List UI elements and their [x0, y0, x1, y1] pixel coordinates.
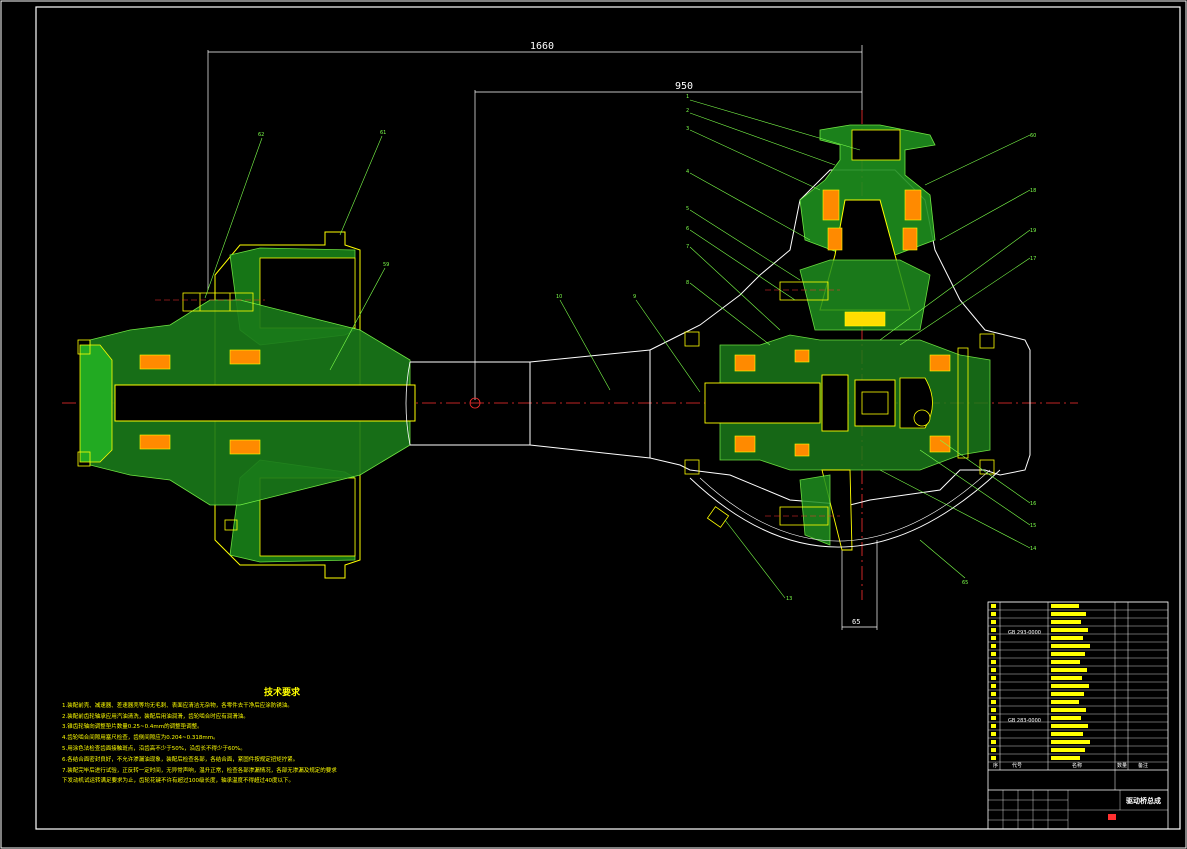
- dimension-lines: [207, 45, 878, 630]
- bom-name-cell: [1051, 652, 1085, 656]
- bom-name-cell: [1051, 676, 1082, 680]
- note-line-1: 1.装配前壳、减速器、差速器壳等均无毛刺、表面应清洁无杂物，各零件去干净后应涂防…: [62, 702, 293, 709]
- tb-head-qty: 数量: [1117, 762, 1127, 769]
- bom-index-cell: [991, 684, 996, 688]
- bom-index-cell: [991, 748, 996, 752]
- bom-index-cell: [991, 676, 996, 680]
- part-label-1: 1: [686, 94, 689, 100]
- part-label-3: 3: [686, 126, 689, 132]
- tb-head-remark: 备注: [1138, 762, 1148, 769]
- bom-part-no-1: GB 293-0000: [1008, 630, 1041, 636]
- note-line-8: 下发动机试运转满足要求为止，齿轮花键不许有超过100级长度，轴承温度不得超过40…: [62, 778, 294, 785]
- bom-name-cell: [1051, 732, 1083, 736]
- note-line-6: 6.各结合面密封良好，不允许渗漏油现象，装配后检查各部，各结合面，紧固件按规定扭…: [62, 756, 299, 763]
- drawing-name: 驱动桥总成: [1126, 796, 1161, 805]
- tb-head-name: 名称: [1072, 762, 1082, 769]
- bom-index-cell: [991, 724, 996, 728]
- bom-name-cell: [1051, 660, 1080, 664]
- bom-name-cell: [1051, 636, 1083, 640]
- bom-name-cell: [1051, 628, 1088, 632]
- note-line-7: 7.装配完毕后进行试验，正反转一定时间，无异常声响，温升正常，检查各部渗漏情况，…: [62, 767, 337, 774]
- bom-part-no-2: GB 283-0000: [1008, 718, 1041, 724]
- part-label-8: 8: [686, 280, 689, 286]
- note-line-5: 5.用涂色法检查齿面接触斑点，沿齿高不少于50%，沿齿长不得少于60%。: [62, 745, 246, 752]
- bom-index-cell: [991, 732, 996, 736]
- bom-name-cell: [1051, 716, 1081, 720]
- part-label-16: 16: [1030, 501, 1036, 507]
- bom-name-cell: [1051, 748, 1085, 752]
- axle-housing: [405, 349, 651, 459]
- bom-name-cell: [1051, 700, 1079, 704]
- bom-name-cell: [1051, 756, 1080, 760]
- bom-index-cell: [991, 628, 996, 632]
- leader-lines: [204, 99, 1031, 599]
- bom-name-cell: [1051, 724, 1088, 728]
- part-label-17: 17: [1030, 256, 1036, 262]
- bom-index-cell: [991, 756, 996, 760]
- part-label-2: 2: [686, 108, 689, 114]
- wheel-hub: [77, 231, 416, 579]
- part-label-6: 6: [686, 226, 689, 232]
- note-line-4: 4.齿轮啮合间隙用塞尺检查，齿侧间隙应为0.204~0.318mm。: [62, 735, 219, 742]
- part-label-18: 18: [1030, 188, 1036, 194]
- bom-index-cell: [991, 660, 996, 664]
- bom-index-cell: [991, 636, 996, 640]
- drawing-frame: [35, 6, 1181, 830]
- part-label-15: 15: [1030, 523, 1036, 529]
- dim-mid: 950: [675, 81, 693, 92]
- bom-name-cell: [1051, 620, 1081, 624]
- part-label-61: 61: [380, 130, 386, 136]
- tb-head-code: 代号: [1012, 762, 1022, 769]
- part-label-4: 4: [686, 169, 689, 175]
- bom-index-cell: [991, 716, 996, 720]
- bom-index-cell: [991, 604, 996, 608]
- bom-index-cell: [991, 668, 996, 672]
- title-block: 序 代号 名称 数量 备注 GB 293-0000 GB 283-0000 驱动…: [987, 601, 1169, 830]
- bom-index-cell: [991, 740, 996, 744]
- bom-name-cell: [1051, 612, 1086, 616]
- part-label-14: 14: [1030, 546, 1036, 552]
- dim-overall: 1660: [530, 41, 554, 52]
- note-line-2: 2.装配前齿轮轴承应用汽油清洗，装配后用油润滑，齿轮啮合时应有润滑油。: [62, 713, 249, 720]
- bom-index-cell: [991, 700, 996, 704]
- part-label-13: 13: [786, 596, 792, 602]
- part-label-65: 65: [962, 580, 968, 586]
- part-label-62: 62: [258, 132, 264, 138]
- bom-name-cell: [1051, 604, 1079, 608]
- part-label-19: 19: [1030, 228, 1036, 234]
- part-label-9: 9: [633, 294, 636, 300]
- bom-index-cell: [991, 620, 996, 624]
- tb-head-no: 序: [993, 762, 998, 769]
- bom-name-cell: [1051, 692, 1084, 696]
- bom-name-cell: [1051, 708, 1086, 712]
- note-line-3: 3.锥齿轮轴向调整垫片数量0.25~0.4mm的调整垫调整。: [62, 724, 203, 731]
- bom-index-cell: [991, 644, 996, 648]
- bom-index-cell: [991, 708, 996, 712]
- bom-name-cell: [1051, 644, 1090, 648]
- part-label-10: 10: [556, 294, 562, 300]
- dim-bottom: 65: [852, 618, 860, 626]
- bom-index-cell: [991, 652, 996, 656]
- part-label-5: 5: [686, 206, 689, 212]
- part-label-60: 60: [1030, 133, 1036, 139]
- bom-index-cell: [991, 612, 996, 616]
- bom-name-cell: [1051, 740, 1090, 744]
- bom-name-cell: [1051, 684, 1089, 688]
- final-drive: [649, 124, 1031, 551]
- bom-index-cell: [991, 692, 996, 696]
- technical-requirements: 技术要求 1.装配前壳、减速器、差速器壳等均无毛刺、表面应清洁无杂物，各零件去干…: [62, 688, 502, 787]
- notes-title: 技术要求: [263, 688, 300, 698]
- bom-name-cell: [1051, 668, 1087, 672]
- part-label-7: 7: [686, 244, 689, 250]
- part-label-59: 59: [383, 262, 389, 268]
